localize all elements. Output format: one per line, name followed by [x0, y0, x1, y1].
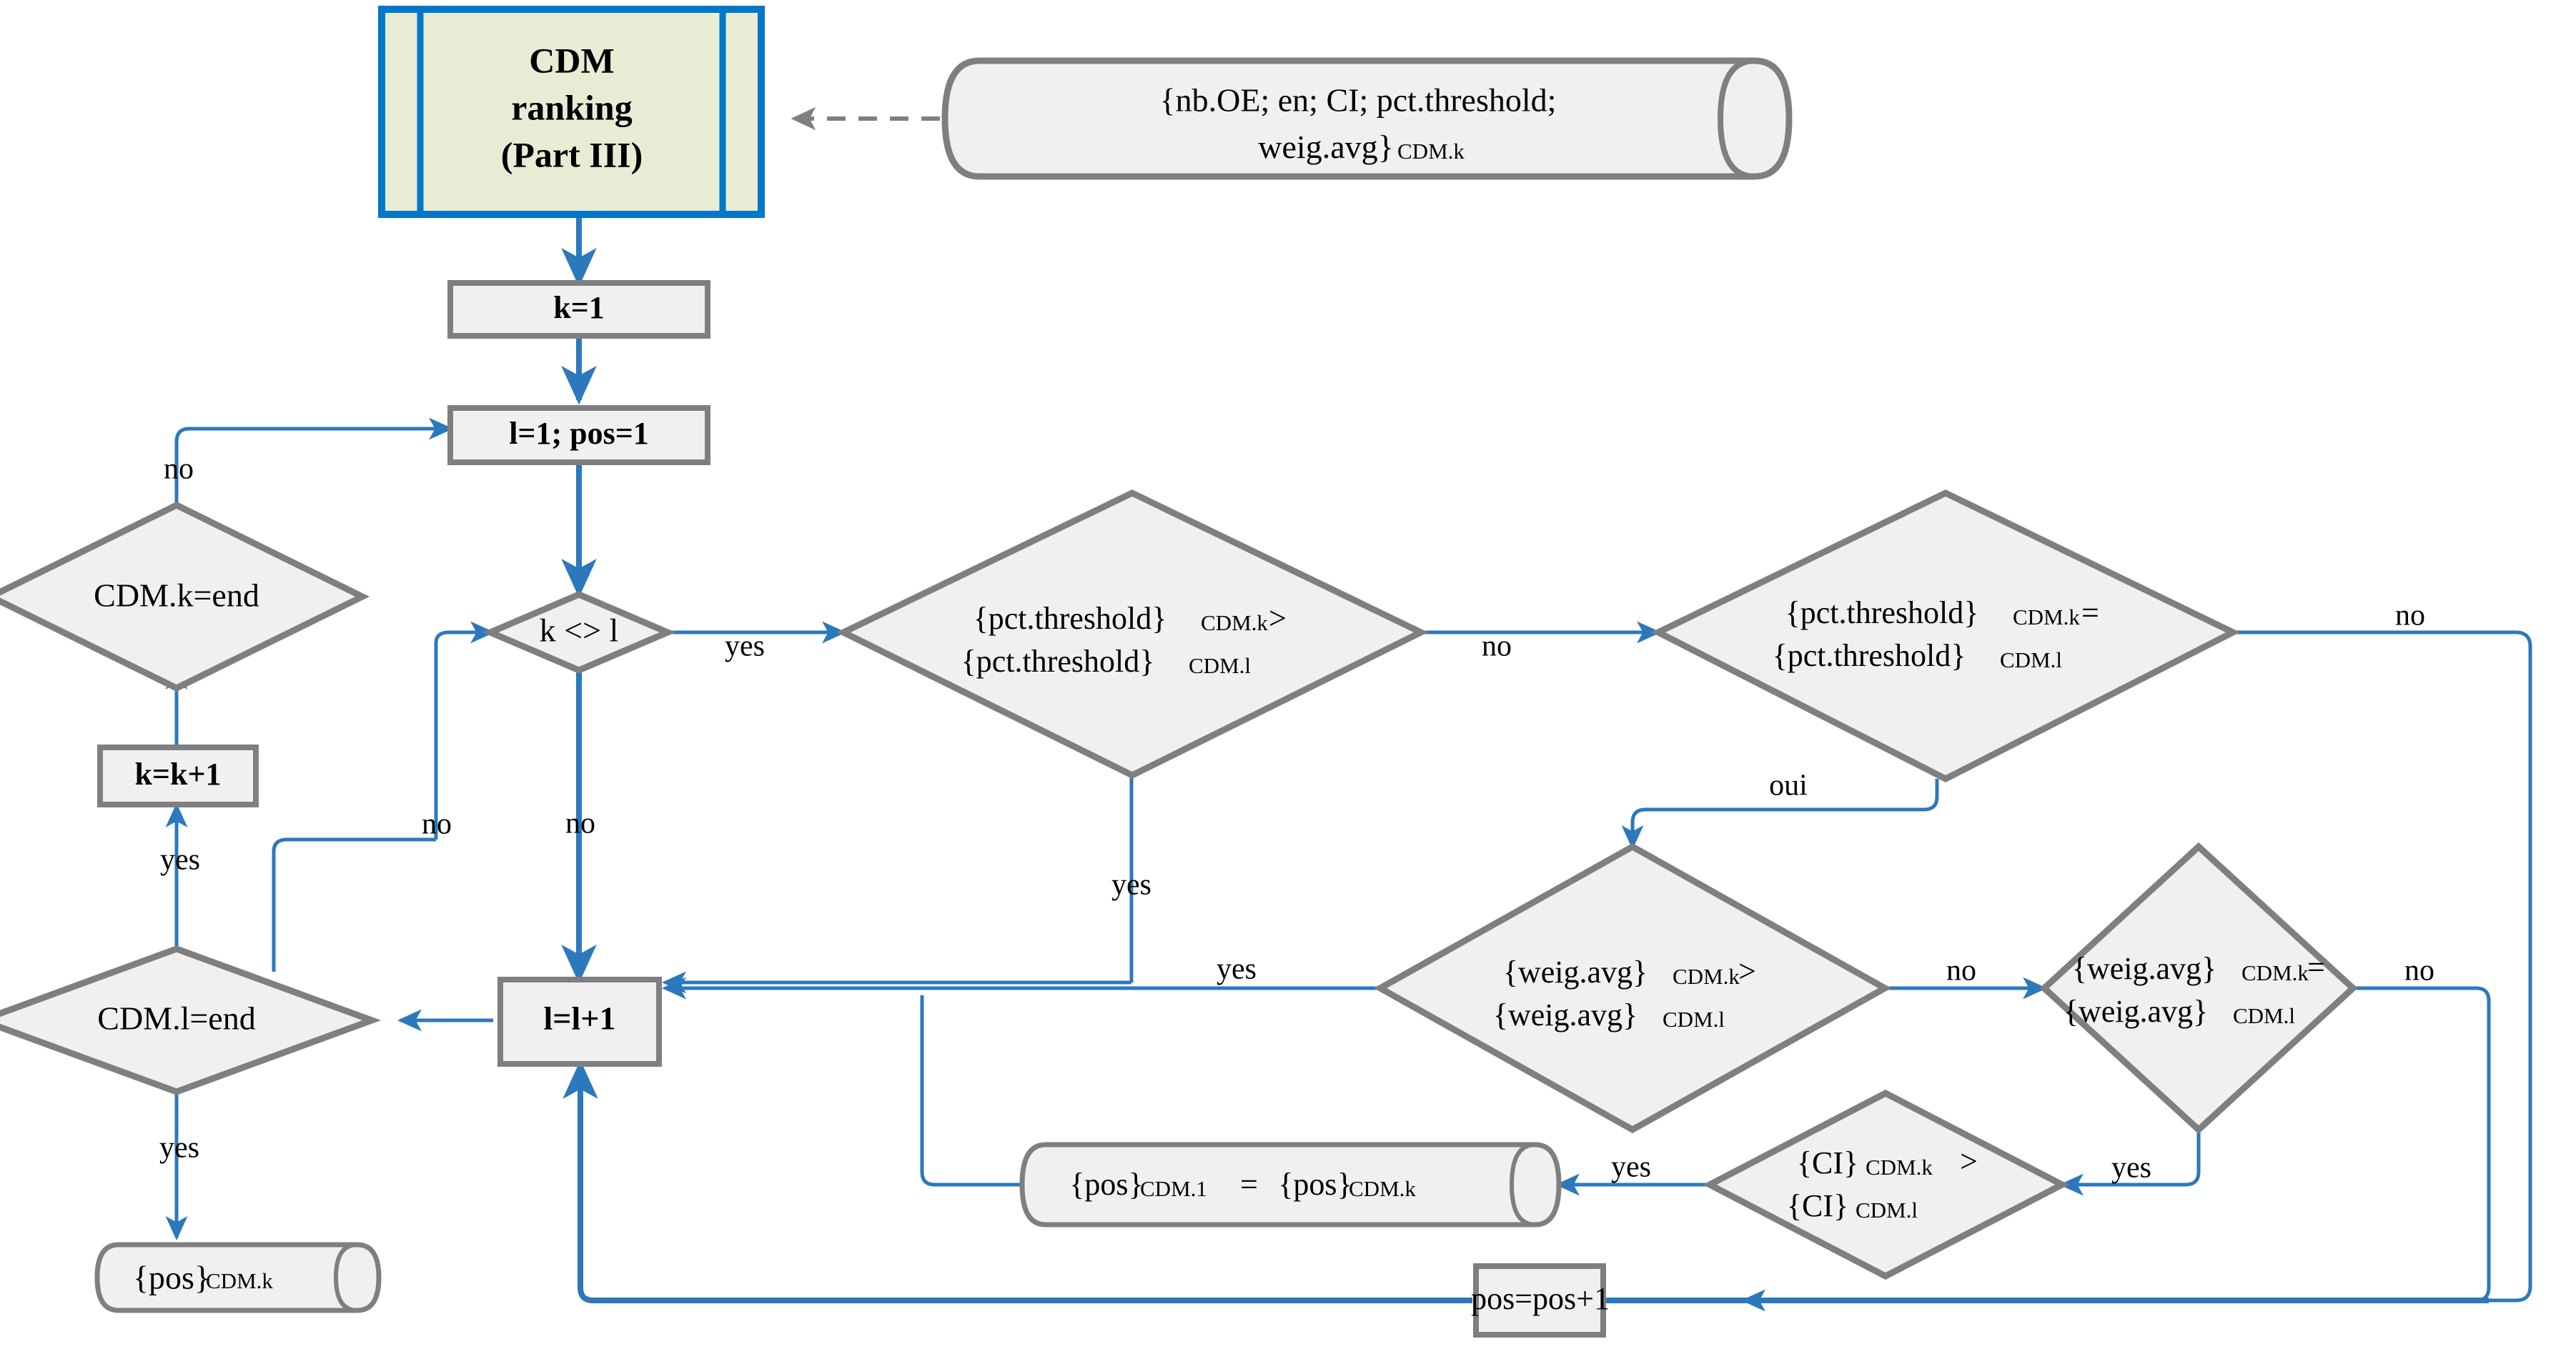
node-l-pos-init[interactable]: l=1; pos=1	[447, 405, 710, 465]
edge-pcteq-no-right	[1740, 630, 2532, 1312]
weig-gt-line1-subscript: CDM.k	[1673, 964, 1740, 989]
edge-pcteq-oui-to-weiggt	[1621, 779, 1939, 850]
weig-eq-operator: =	[2307, 950, 2325, 985]
ci-gt-line2-subscript: CDM.l	[1856, 1198, 1918, 1223]
input-data-line2: weig.avg}	[1258, 129, 1393, 165]
edge-label-cigt-yes: yes	[1611, 1151, 1651, 1184]
k-init-label: k=1	[553, 290, 605, 325]
node-k-init[interactable]: k=1	[447, 280, 710, 339]
weig-eq-line1-subscript: CDM.k	[2241, 960, 2309, 985]
weig-gt-line2-subscript: CDM.l	[1663, 1007, 1725, 1032]
node-pos-assign[interactable]: {pos} CDM.1 = {pos} CDM.k	[1019, 1142, 1562, 1228]
weig-gt-line1-main: {weig.avg}	[1503, 955, 1648, 990]
pct-gt-line1-subscript: CDM.k	[1201, 610, 1268, 635]
node-output-pos[interactable]: {pos} CDM.k	[94, 1242, 382, 1313]
weig-eq-line2-main: {weig.avg}	[2064, 994, 2208, 1029]
edge-label-pcteq-oui: oui	[1769, 770, 1808, 802]
weig-eq-line1-main: {weig.avg}	[2072, 951, 2216, 986]
node-l-incr[interactable]: l=l+1	[497, 977, 662, 1067]
node-pct-gt[interactable]: {pct.threshold} CDM.k > {pct.threshold} …	[836, 489, 1429, 780]
cdm-k-end-label: CDM.k=end	[94, 577, 259, 614]
pct-eq-line1-subscript: CDM.k	[2013, 604, 2080, 629]
node-weig-eq[interactable]: {weig.avg} CDM.k = {weig.avg} CDM.l	[2039, 842, 2358, 1135]
edge-label-weiggt-no: no	[1946, 955, 1976, 987]
edge-label-pctgt-yes: yes	[1111, 869, 1151, 902]
output-pos-main: {pos}	[133, 1260, 210, 1296]
pos-incr-label: pos=pos+1	[1471, 1281, 1610, 1316]
weig-gt-operator: >	[1738, 954, 1756, 989]
ci-gt-line1-subscript: CDM.k	[1866, 1155, 1933, 1180]
edge-label-weigeq-yes: yes	[2111, 1152, 2151, 1185]
cdm-ranking-line3: (Part III)	[501, 134, 643, 174]
edge-cdmkend-no-to-lpos	[174, 417, 454, 504]
node-k-ne-l[interactable]: k <> l	[482, 591, 676, 674]
l-incr-label: l=l+1	[544, 1000, 616, 1037]
node-ci-gt[interactable]: {CI} CDM.k > {CI} CDM.l	[1703, 1089, 2069, 1280]
output-pos-subscript: CDM.k	[206, 1268, 273, 1293]
node-cdm-l-end[interactable]: CDM.l=end	[0, 945, 382, 1095]
cdm-l-end-label: CDM.l=end	[97, 1000, 255, 1037]
l-pos-init-label: l=1; pos=1	[509, 416, 649, 451]
edge-label-cdmlend-yes-up: yes	[160, 844, 200, 877]
pct-eq-line1-main: {pct.threshold}	[1785, 595, 1979, 630]
pct-gt-operator: >	[1269, 601, 1287, 636]
edge-label-weiggt-yes: yes	[1217, 953, 1257, 986]
weig-gt-line2-main: {weig.avg}	[1493, 997, 1638, 1032]
edge-posassign-to-lincr	[920, 995, 1022, 1187]
pct-gt-line1-main: {pct.threshold}	[974, 601, 1167, 636]
node-cdm-k-end[interactable]: CDM.k=end	[0, 501, 370, 692]
edge-weigeq-yes-to-cigt	[2059, 1133, 2201, 1196]
node-input-data[interactable]: {nb.OE; en; CI; pct.threshold; weig.avg}…	[941, 57, 1793, 180]
pct-gt-line2-subscript: CDM.l	[1189, 653, 1251, 678]
pos-assign-equals: =	[1240, 1167, 1258, 1202]
edge-label-pctgt-no: no	[1482, 630, 1512, 663]
cdm-ranking-line2: ranking	[511, 87, 633, 127]
edge-label-weigeq-no: no	[2404, 955, 2434, 987]
pos-assign-b-main: {pos}	[1278, 1167, 1352, 1202]
node-weig-gt[interactable]: {weig.avg} CDM.k > {weig.avg} CDM.l	[1373, 842, 1892, 1134]
input-data-line2-subscript: CDM.k	[1397, 139, 1465, 164]
edge-label-pcteq-no: no	[2395, 599, 2425, 632]
cdm-ranking-line1: CDM	[529, 40, 614, 80]
node-cdm-ranking[interactable]: CDM ranking (Part III)	[378, 6, 765, 218]
pct-eq-line2-subscript: CDM.l	[2000, 647, 2062, 672]
weig-eq-line2-subscript: CDM.l	[2233, 1003, 2295, 1028]
node-k-incr[interactable]: k=k+1	[97, 745, 259, 807]
ci-gt-line2-main: {CI}	[1787, 1188, 1848, 1223]
pct-eq-operator: =	[2081, 595, 2099, 630]
pos-assign-a-subscript: CDM.1	[1140, 1176, 1207, 1201]
k-ne-l-label: k <> l	[540, 612, 619, 649]
edge-label-kne-yes: yes	[725, 630, 765, 663]
edge-kne-left-entry	[434, 621, 495, 840]
edge-posincr-to-lincr	[563, 1060, 1472, 1303]
edge-label-cdmkend-no: no	[164, 453, 194, 486]
pct-gt-line2-main: {pct.threshold}	[961, 644, 1155, 679]
edge-label-cdmlend-no: no	[422, 808, 452, 841]
pct-eq-line2-main: {pct.threshold}	[1773, 638, 1966, 673]
node-pct-eq[interactable]: {pct.threshold} CDM.k = {pct.threshold} …	[1650, 489, 2241, 783]
k-incr-label: k=k+1	[134, 757, 221, 792]
edge-label-kne-no: no	[565, 807, 595, 840]
pos-assign-a-main: {pos}	[1069, 1167, 1143, 1202]
input-data-line1: {nb.OE; en; CI; pct.threshold;	[1160, 82, 1557, 119]
edge-cdmlend-no-to-kne	[272, 837, 436, 972]
node-pos-incr[interactable]: pos=pos+1	[1471, 1263, 1610, 1338]
ci-gt-line1-main: {CI}	[1797, 1145, 1858, 1180]
pos-assign-b-subscript: CDM.k	[1349, 1176, 1416, 1201]
ci-gt-operator: >	[1960, 1144, 1978, 1179]
edge-label-cdmlend-yes-down: yes	[159, 1132, 199, 1165]
